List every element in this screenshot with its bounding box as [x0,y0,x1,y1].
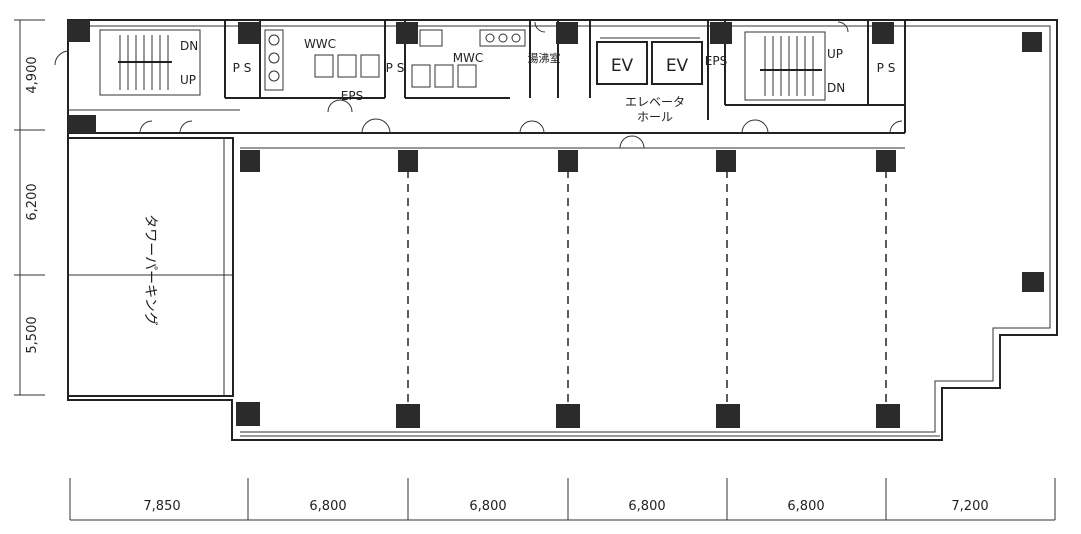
column [396,404,420,428]
horizontal-dimension-bar: 7,850 6,800 6,800 6,800 6,800 7,200 [69,478,1056,521]
dim-horizontal-5: 6,800 [787,499,824,514]
column [398,150,418,172]
stair-left: DN UP [99,29,201,96]
room-labels: WWC MWC EPS P S P S P S EPS EV EV エレベータ … [142,37,895,326]
dim-horizontal-2: 6,800 [309,499,346,514]
column [396,22,418,44]
column [558,150,578,172]
dim-vertical-3: 5,500 [25,316,40,353]
room-label-eps-right: EPS [705,54,727,68]
column [238,22,260,44]
column [876,150,896,172]
dim-horizontal-4: 6,800 [628,499,665,514]
room-label-mwc: MWC [453,51,484,65]
door-swings [54,21,903,149]
column [556,22,578,44]
toilet-fixtures [264,29,526,91]
column [1022,272,1044,292]
room-label-tower-parking: タワーパーキング [142,214,158,325]
column [1022,32,1042,52]
tower-parking-block [67,137,234,397]
room-label-ps-1: P S [233,61,252,75]
column [556,404,580,428]
stair-right-dn-label: DN [827,81,845,95]
column [876,404,900,428]
column [872,22,894,44]
dim-vertical-1: 4,900 [25,56,40,93]
dim-horizontal-1: 7,850 [143,499,180,514]
column [710,22,732,44]
room-label-elevator-hall-1: エレベータ [625,95,685,109]
room-label-elevator-hall-2: ホール [637,110,673,124]
bay-dividers [407,170,887,405]
stair-right-up-label: UP [827,47,843,61]
column [716,150,736,172]
room-label-ps-3: P S [877,61,896,75]
column [68,115,96,133]
dim-horizontal-3: 6,800 [469,499,506,514]
column [240,150,260,172]
stair-right: UP DN [744,31,845,101]
room-label-ps-2: P S [386,61,405,75]
dim-vertical-2: 6,200 [25,183,40,220]
vertical-dimension-bar: 4,900 6,200 5,500 [14,19,45,396]
room-label-ev-1: EV [611,56,634,76]
elevators [596,37,703,85]
columns [68,20,1044,428]
room-label-eps-center: EPS [341,89,363,103]
stair-left-dn-label: DN [180,39,198,53]
room-label-wwc: WWC [304,37,336,51]
column [236,402,260,426]
dim-horizontal-6: 7,200 [951,499,988,514]
stair-left-up-label: UP [180,73,196,87]
column [68,20,90,42]
room-label-ev-2: EV [666,56,689,76]
column [716,404,740,428]
outer-walls [67,19,1058,441]
room-label-storage: 湯沸室 [528,51,561,65]
